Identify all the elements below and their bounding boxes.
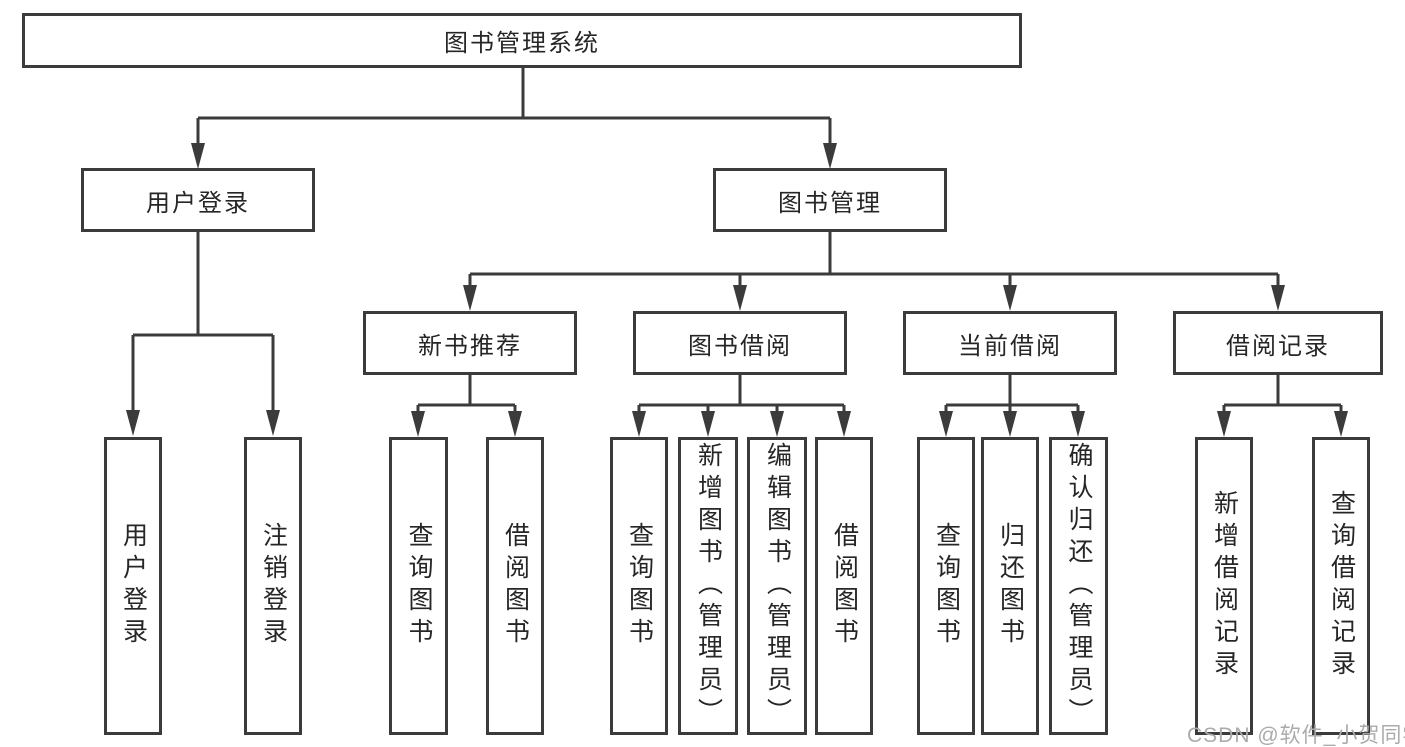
- leaf-label: 查询图书: [932, 522, 961, 650]
- leaf-add-borrow-record: 新增借阅记录: [1195, 437, 1253, 735]
- leaf-label: 查询借阅记录: [1327, 490, 1356, 682]
- node-root-label: 图书管理系统: [444, 30, 600, 57]
- arrowhead: [939, 411, 953, 437]
- leaf-label: 新增借阅记录: [1210, 490, 1239, 682]
- leaf-label: 查询图书: [405, 522, 433, 650]
- csdn-watermark: CSDN @软件_小贺同学: [1187, 724, 1405, 747]
- arrowhead: [632, 411, 646, 437]
- arrowhead: [837, 411, 851, 437]
- leaf-query-books-recommend: 查询图书: [389, 437, 448, 735]
- leaf-label: 新增图书（管理员）: [694, 442, 723, 730]
- leaf-return-books: 归还图书: [981, 437, 1039, 735]
- leaf-label: 用户登录: [119, 522, 148, 650]
- arrowhead: [1003, 285, 1017, 311]
- leaf-label: 查询图书: [625, 522, 654, 650]
- leaf-query-books-borrow: 查询图书: [610, 437, 668, 735]
- arrowhead: [733, 285, 747, 311]
- arrowhead: [701, 411, 715, 437]
- node-current-borrow-label: 当前借阅: [958, 332, 1062, 360]
- leaf-add-books-admin: 新增图书（管理员）: [678, 437, 738, 735]
- node-borrow-records-label: 借阅记录: [1226, 332, 1330, 360]
- node-borrow-records: 借阅记录: [1173, 311, 1383, 375]
- leaf-edit-books-admin: 编辑图书（管理员）: [747, 437, 807, 735]
- arrowhead: [1334, 411, 1348, 437]
- node-book-management-label: 图书管理: [778, 189, 882, 217]
- leaf-borrow-books: 借阅图书: [815, 437, 873, 735]
- leaf-query-books-current: 查询图书: [917, 437, 975, 735]
- node-book-borrow-label: 图书借阅: [688, 332, 792, 360]
- leaf-label: 确认归还（管理员）: [1065, 442, 1093, 730]
- arrowhead: [1071, 411, 1085, 437]
- arrowhead: [126, 410, 140, 436]
- arrowhead: [1217, 411, 1231, 437]
- leaf-logout: 注销登录: [244, 437, 302, 735]
- leaf-query-borrow-record: 查询借阅记录: [1312, 437, 1370, 735]
- arrowhead: [770, 411, 784, 437]
- leaf-label: 借阅图书: [830, 522, 859, 650]
- arrowhead: [823, 143, 837, 169]
- arrowhead: [411, 411, 425, 437]
- arrowhead: [266, 410, 280, 436]
- arrowhead: [1271, 285, 1285, 311]
- arrowhead: [1003, 411, 1017, 437]
- leaf-borrow-books-recommend: 借阅图书: [486, 437, 544, 735]
- node-book-management: 图书管理: [713, 168, 947, 232]
- node-user-login-label: 用户登录: [146, 189, 250, 217]
- node-new-book-recommend: 新书推荐: [363, 311, 577, 375]
- leaf-confirm-return-admin: 确认归还（管理员）: [1049, 437, 1108, 735]
- arrowhead: [463, 285, 477, 311]
- node-root: 图书管理系统: [22, 13, 1022, 68]
- leaf-label: 归还图书: [996, 522, 1025, 650]
- node-user-login: 用户登录: [81, 168, 315, 232]
- node-new-book-recommend-label: 新书推荐: [418, 332, 522, 360]
- leaf-label: 注销登录: [259, 522, 288, 650]
- arrowhead: [191, 143, 205, 169]
- leaf-user-login: 用户登录: [104, 437, 162, 735]
- node-book-borrow: 图书借阅: [633, 311, 847, 375]
- node-current-borrow: 当前借阅: [903, 311, 1117, 375]
- leaf-label: 编辑图书（管理员）: [763, 442, 792, 730]
- arrowhead: [508, 411, 522, 437]
- leaf-label: 借阅图书: [501, 522, 530, 650]
